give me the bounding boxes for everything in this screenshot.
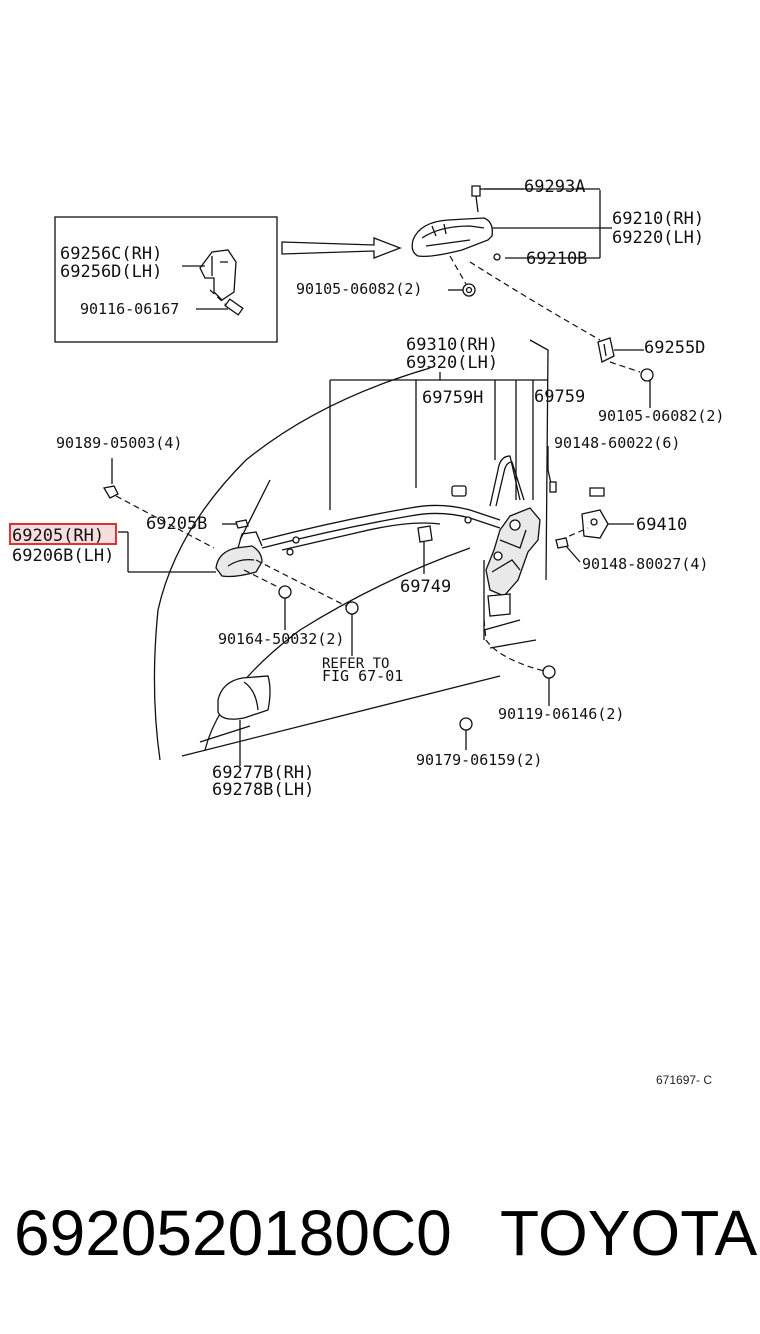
label-refer-to: REFER TO	[322, 656, 389, 672]
nut-part	[345, 601, 359, 615]
door-outline	[153, 339, 549, 761]
door-lock-assembly-part	[483, 507, 541, 640]
label-90116: 90116-06167	[80, 300, 179, 318]
label-69759: 69759	[534, 387, 585, 407]
label-69220-lh: 69220(LH)	[612, 228, 704, 248]
label-69749: 69749	[400, 577, 451, 597]
label-69210b: 69210B	[526, 249, 587, 269]
label-90105-top: 90105-06082(2)	[296, 280, 422, 298]
inside-cable	[281, 522, 441, 551]
label-69277b-rh: 69277B(RH)	[212, 763, 314, 783]
striker-69410-part	[581, 509, 609, 539]
drawing-code: 671697- C	[656, 1073, 712, 1087]
label-69278b-lh: 69278B(LH)	[212, 780, 314, 800]
lock-cable	[261, 504, 501, 541]
label-69255d: 69255D	[644, 338, 705, 358]
label-90189: 90189-05003(4)	[56, 434, 182, 452]
clip-69759h-part	[451, 485, 467, 497]
screw-90164-part	[278, 585, 292, 599]
part-69293a	[471, 185, 481, 213]
label-69759h: 69759H	[422, 388, 483, 408]
door-pocket-part	[217, 675, 271, 720]
label-69205b: 69205B	[146, 514, 207, 534]
label-90164: 90164-50032(2)	[218, 630, 344, 648]
label-69320-lh: 69320(LH)	[406, 353, 498, 373]
screw-90105-top-part	[462, 283, 476, 297]
label-69410: 69410	[636, 515, 687, 535]
label-fig: FIG 67-01	[322, 667, 403, 685]
part-number: 6920520180C0	[14, 1197, 452, 1269]
label-90148-600: 90148-60022(6)	[554, 434, 680, 452]
inside-handle-part	[215, 531, 263, 578]
brand-name: TOYOTA	[500, 1197, 758, 1269]
label-69205-rh: 69205(RH)	[12, 526, 104, 546]
screw-90148-800-part	[555, 537, 569, 549]
label-90148-800: 90148-80027(4)	[582, 555, 708, 573]
label-90105-right: 90105-06082(2)	[598, 407, 724, 425]
label-69206b-lh: 69206B(LH)	[12, 546, 114, 566]
screw-90119-part	[542, 665, 556, 679]
label-90119: 90119-06146(2)	[498, 705, 624, 723]
label-90179: 90179-06159(2)	[416, 751, 542, 769]
screw-90105-right-part	[640, 368, 654, 382]
door-rods	[489, 455, 521, 507]
part-69255d	[597, 337, 615, 363]
clip-69749-part	[417, 525, 433, 543]
label-69256c-rh: 69256C(RH)	[60, 244, 162, 264]
highlight-box	[9, 523, 117, 545]
outside-handle-part	[411, 217, 493, 258]
clip-90189-part	[102, 485, 119, 499]
inset-box	[54, 216, 278, 343]
label-69256d-lh: 69256D(LH)	[60, 262, 162, 282]
screw-90148-600-part	[589, 487, 605, 497]
screw-90179-part	[459, 717, 473, 731]
handle-bracket-part	[199, 249, 237, 301]
label-69293a: 69293A	[524, 177, 585, 197]
label-69310-rh: 69310(RH)	[406, 335, 498, 355]
screw-90116-part	[224, 298, 244, 316]
label-69210-rh: 69210(RH)	[612, 209, 704, 229]
arrow-icon	[281, 237, 402, 259]
